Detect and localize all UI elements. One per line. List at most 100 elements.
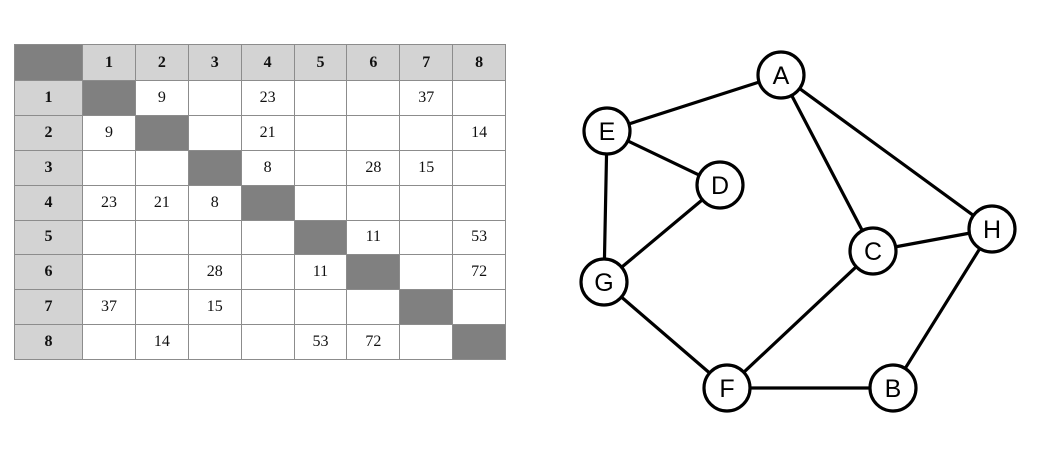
graph-node-D[interactable]: D [695,160,745,210]
matrix-row: 6 28 11 72 [14,254,506,291]
matrix-cell-5-8: 53 [452,219,506,256]
graph-node-label-D: D [711,172,729,200]
graph-node-label-E: E [599,118,616,146]
matrix-cell-8-3 [187,324,242,360]
matrix-column-header-6: 6 [346,44,401,81]
matrix-cell-3-2 [134,149,189,186]
graph-node-label-C: C [864,238,882,266]
matrix-cell-8-5: 53 [293,324,348,360]
graph-node-circle-D[interactable] [695,160,745,210]
matrix-cell-8-2: 14 [134,324,189,360]
matrix-cell-3-7: 15 [399,149,454,186]
graph-panel: A E D G C H F B [540,0,1042,466]
graph-node-F[interactable]: F [702,363,752,413]
graph-node-label-G: G [594,269,613,297]
graph-node-group: A E D G C H F B [579,50,1017,413]
graph-node-label-H: H [983,216,1001,244]
matrix-cell-7-5 [293,289,348,326]
graph-node-label-F: F [719,375,734,403]
matrix-cell-6-5: 11 [293,254,348,291]
matrix-cell-5-7 [399,219,454,256]
graph-edge-A-C [789,92,865,234]
graph-node-label-A: A [773,62,790,90]
graph-node-circle-B[interactable] [868,363,918,413]
matrix-row-header-1: 1 [14,80,83,116]
graph-node-B[interactable]: B [868,363,918,413]
matrix-cell-7-1: 37 [82,289,136,326]
graph-node-A[interactable]: A [756,50,806,100]
matrix-diagonal-cell-4 [240,184,295,221]
matrix-cell-6-3: 28 [187,254,242,291]
matrix-diagonal-cell-5 [293,219,348,256]
graph-node-circle-A[interactable] [756,50,806,100]
matrix-cell-6-1 [82,254,136,291]
matrix-row-header-8: 8 [14,324,83,360]
matrix-cell-2-4: 21 [240,114,295,151]
matrix-cell-4-6 [346,184,401,221]
matrix-column-header-7: 7 [399,44,454,81]
matrix-cell-5-6: 11 [346,219,401,256]
matrix-cell-1-4: 23 [240,80,295,116]
graph-edge-C-H [893,231,972,249]
graph-node-H[interactable]: H [967,204,1017,254]
matrix-cell-1-2: 9 [134,80,189,116]
matrix-cell-8-7 [399,324,454,360]
graph-edge-F-C [741,264,859,375]
matrix-row: 1 9 23 37 [14,80,506,116]
graph-node-E[interactable]: E [582,106,632,156]
matrix-diagonal-cell-2 [134,114,189,151]
matrix-cell-7-6 [346,289,401,326]
matrix-row-header-6: 6 [14,254,83,291]
graph-edge-E-G [602,151,609,262]
matrix-cell-7-3: 15 [187,289,242,326]
matrix-cell-6-8: 72 [452,254,506,291]
graph-node-circle-C[interactable] [848,226,898,276]
matrix-diagonal-cell-1 [82,80,136,116]
matrix-column-header-5: 5 [293,44,348,81]
matrix-column-header-8: 8 [452,44,506,81]
matrix-cell-3-6: 28 [346,149,401,186]
matrix-diagonal-cell-8 [452,324,506,360]
matrix-cell-3-4: 8 [240,149,295,186]
matrix-column-header-1: 1 [82,44,136,81]
matrix-cell-2-8: 14 [452,114,506,151]
matrix-cell-4-7 [399,184,454,221]
matrix-cell-1-7: 37 [399,80,454,116]
graph-edge-A-E [626,80,762,126]
matrix-row-header-5: 5 [14,219,83,256]
matrix-row-header-3: 3 [14,149,83,186]
matrix-diagonal-cell-6 [346,254,401,291]
matrix-cell-6-2 [134,254,189,291]
matrix-cell-4-2: 21 [134,184,189,221]
graph-node-C[interactable]: C [848,226,898,276]
matrix-diagonal-cell-7 [399,289,454,326]
matrix-cell-5-1 [82,219,136,256]
graph-node-G[interactable]: G [579,257,629,307]
matrix-column-header-4: 4 [240,44,295,81]
matrix-cell-3-1 [82,149,136,186]
matrix-cell-4-5 [293,184,348,221]
graph-node-circle-H[interactable] [967,204,1017,254]
matrix-cell-4-3: 8 [187,184,242,221]
matrix-row-header-7: 7 [14,289,83,326]
graph-edge-E-D [625,138,702,178]
matrix-cell-2-7 [399,114,454,151]
graph-node-circle-F[interactable] [702,363,752,413]
graph-edge-G-F [619,294,712,376]
matrix-cell-1-5 [293,80,348,116]
matrix-cell-4-1: 23 [82,184,136,221]
graph-node-circle-G[interactable] [579,257,629,307]
graph-edge-B-H [903,246,982,371]
matrix-cell-1-8 [452,80,506,116]
graph-node-circle-E[interactable] [582,106,632,156]
matrix-cell-3-8 [452,149,506,186]
matrix-cell-4-8 [452,184,506,221]
matrix-row-header-4: 4 [14,184,83,221]
matrix-cell-2-1: 9 [82,114,136,151]
matrix-column-header-2: 2 [134,44,189,81]
matrix-corner-cell [14,44,83,81]
